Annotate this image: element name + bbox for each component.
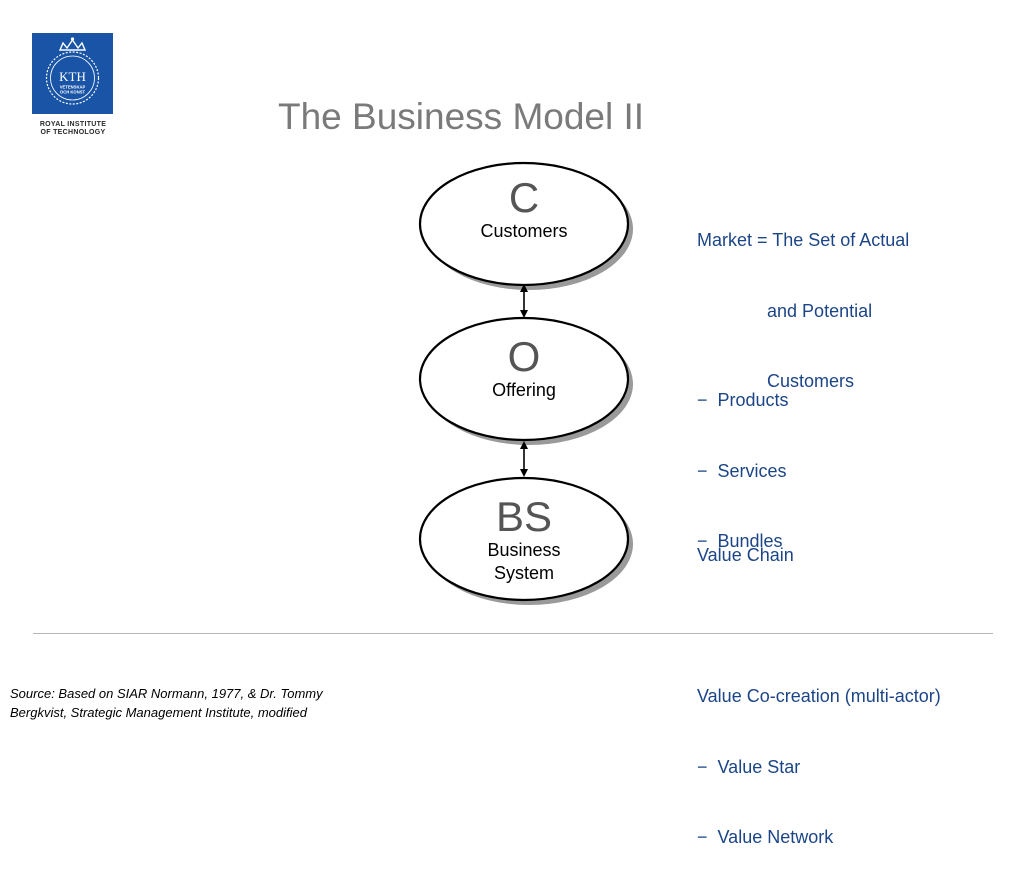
offering-item-bundles: − Bundles [697,531,783,551]
offering-node: O Offering [424,335,624,402]
logo-wordmark: KTH [59,69,86,84]
offering-item-services: − Services [697,460,787,481]
business-system-description: Value Chain Value Co-creation (multi-act… [697,545,941,847]
business-model-diagram [418,161,633,605]
svg-text:VETENSKAP: VETENSKAP [60,85,86,90]
business-system-node: BS Business System [424,495,624,585]
business-system-label-line1: Business [487,540,561,560]
offering-item-products: − Products [697,390,789,410]
offering-letter: O [507,333,541,380]
business-system-ellipse [418,476,630,602]
customers-node: C Customers [424,176,624,243]
customers-label: Customers [480,221,568,241]
logo-caption: ROYAL INSTITUTE OF TECHNOLOGY [39,121,107,136]
customers-description: Market = The Set of Actual and Potential… [697,230,910,391]
customers-letter: C [508,174,540,221]
page-title: The Business Model II [278,96,645,137]
offering-ellipse [418,316,630,442]
footer-divider [33,633,993,634]
business-system-label-line2: System [493,563,554,583]
source-citation: Source: Based on SIAR Normann, 1977, & D… [10,686,323,720]
business-system-letter: BS [495,493,553,540]
kth-logo: KTH VETENSKAP OCH KONST [32,33,113,114]
crest-icon: KTH VETENSKAP OCH KONST [45,37,100,105]
offering-label: Offering [492,380,556,400]
offering-description: − Products − Services − Bundles [697,342,789,577]
svg-text:OCH KONST: OCH KONST [60,90,86,95]
